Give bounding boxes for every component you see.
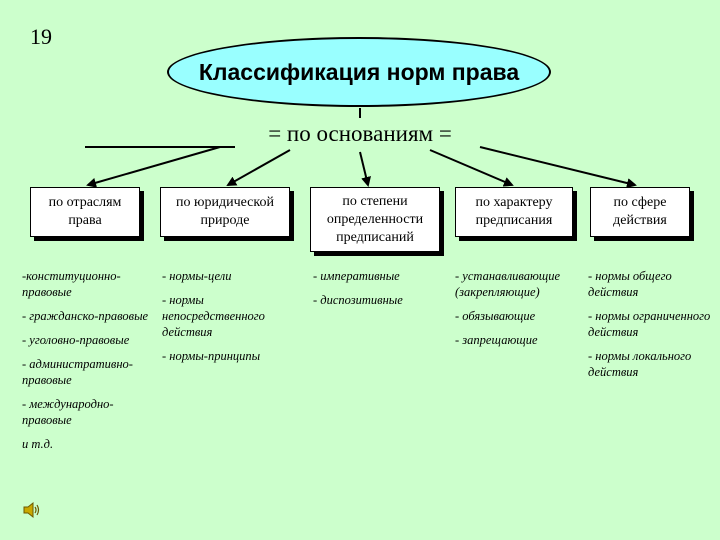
list-item: - гражданско-правовые bbox=[22, 309, 149, 323]
list-item: - нормы общего действия bbox=[588, 269, 672, 299]
column-character-list: - устанавливающие (закрепляющие) - обязы… bbox=[455, 268, 585, 356]
header-box-sphere: по сфере действия bbox=[590, 187, 690, 237]
list-item: и т.д. bbox=[22, 437, 54, 451]
header-box-branches: по отраслям права bbox=[30, 187, 140, 237]
column-sphere-list: - нормы общего действия - нормы ограниче… bbox=[588, 268, 713, 388]
list-item: - нормы ограниченного действия bbox=[588, 309, 711, 339]
list-item: - императивные bbox=[313, 269, 400, 283]
arrow-to-col-4 bbox=[429, 149, 514, 187]
arrow-to-col-5 bbox=[479, 146, 637, 188]
column-certainty-list: - императивные - диспозитивные bbox=[313, 268, 443, 316]
header-label: по юридической природе bbox=[176, 195, 274, 228]
list-item: - обязывающие bbox=[455, 309, 536, 323]
slide-number: 19 bbox=[30, 24, 52, 49]
list-item: - устанавливающие (закрепляющие) bbox=[455, 269, 561, 299]
list-item: - нормы-цели bbox=[162, 269, 232, 283]
arrow-to-col-3 bbox=[359, 151, 371, 187]
list-item: - запрещающие bbox=[455, 333, 538, 347]
arrow-to-col-1 bbox=[86, 146, 221, 188]
subtitle: = по основаниям = bbox=[268, 121, 452, 146]
header-label: по сфере действия bbox=[613, 195, 667, 228]
header-box-character: по характеру предписания bbox=[455, 187, 573, 237]
list-item: - нормы локального действия bbox=[588, 349, 692, 379]
list-item: - диспозитивные bbox=[313, 293, 403, 307]
header-label: по характеру предписания bbox=[475, 195, 553, 228]
arrow-to-col-2 bbox=[226, 149, 291, 186]
column-branches-list: -конституционно-правовые - гражданско-пр… bbox=[22, 268, 152, 460]
diagram-title: Классификация норм права bbox=[198, 58, 520, 85]
header-label: по степени определенности предписаний bbox=[326, 193, 424, 245]
header-label: по отраслям права bbox=[48, 195, 122, 228]
title-ellipse: Классификация норм права bbox=[167, 37, 551, 107]
list-item: - международно-правовые bbox=[22, 397, 114, 427]
list-item: - уголовно-правовые bbox=[22, 333, 130, 347]
header-box-certainty: по степени определенности предписаний bbox=[310, 187, 440, 252]
list-item: -конституционно-правовые bbox=[22, 269, 121, 299]
list-item: - административно-правовые bbox=[22, 357, 133, 387]
list-item: - нормы-принципы bbox=[162, 349, 261, 363]
column-legal-nature-list: - нормы-цели - нормы непосредственного д… bbox=[162, 268, 292, 372]
header-box-legal-nature: по юридической природе bbox=[160, 187, 290, 237]
speaker-icon[interactable] bbox=[22, 500, 42, 520]
list-item: - нормы непосредственного действия bbox=[162, 293, 265, 339]
